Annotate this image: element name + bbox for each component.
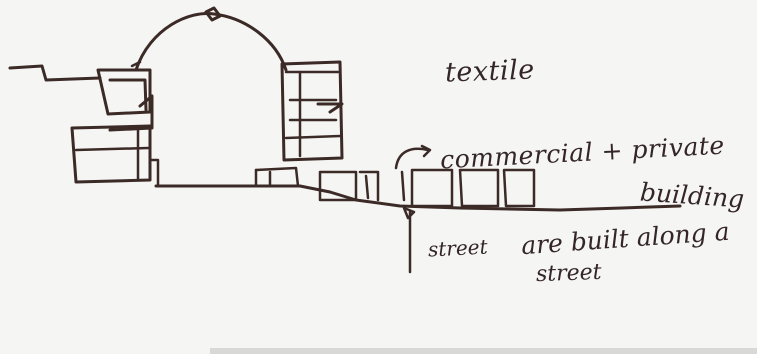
left-tower [72, 70, 158, 185]
small-boxes [256, 168, 298, 186]
arch [132, 8, 286, 70]
building-row [320, 170, 534, 206]
street-line [156, 186, 680, 210]
label-street: street [536, 262, 602, 286]
right-tower [282, 62, 342, 160]
label-building: building [639, 179, 745, 211]
scan-edge [210, 348, 757, 354]
commercial-arrow [396, 149, 428, 168]
label-textile: textile [445, 56, 536, 86]
stair-outline [10, 66, 100, 80]
label-street-marker: street [428, 236, 489, 259]
